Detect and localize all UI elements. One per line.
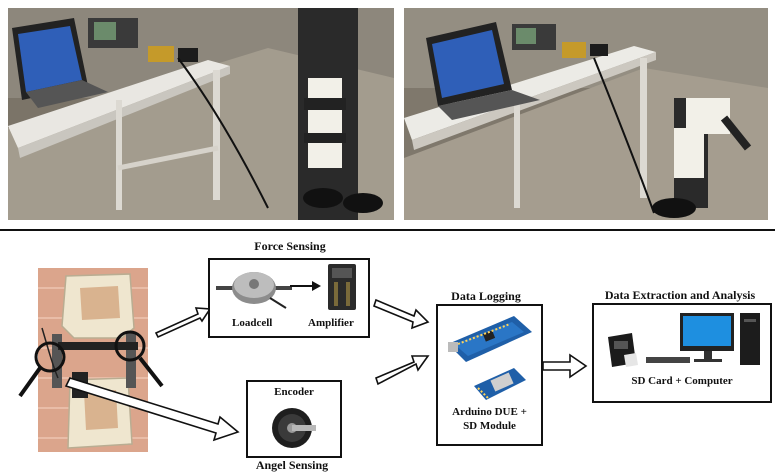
magnifier-left: [34, 341, 66, 373]
arrow-angle-to-logging: [375, 355, 430, 386]
sd-card-image: [608, 333, 638, 367]
magnifier-right: [114, 330, 146, 362]
loadcell-image: [216, 272, 292, 309]
angle-sensing-box: Encoder: [246, 380, 342, 458]
loadcell-to-amplifier-arrow: [290, 281, 321, 291]
encoder-label: Encoder: [274, 386, 314, 398]
magnifier-left-handle: [18, 366, 42, 398]
magnifier-right-handle: [138, 356, 164, 388]
force-sensing-title: Force Sensing: [254, 239, 326, 253]
arduino-label-line1: Arduino DUE +: [452, 406, 527, 418]
amplifier-image: [328, 264, 356, 310]
angle-sensing-title: Angel Sensing: [255, 458, 329, 472]
computer-image: [646, 313, 760, 365]
extraction-box: SD Card + Computer: [592, 303, 772, 403]
photo-lab-setup-walking: [404, 8, 768, 220]
photo-lab-setup-standing: [8, 8, 394, 220]
data-logging-title: Data Logging: [451, 289, 521, 303]
data-logging-box: Arduino DUE + SD Module: [436, 304, 543, 446]
arrow-to-angle-sensing: [64, 377, 240, 442]
amplifier-label: Amplifier: [308, 317, 354, 329]
arduino-due-image: [448, 316, 532, 362]
encoder-image: [272, 408, 316, 448]
arrow-logging-to-extraction: [542, 353, 588, 379]
section-divider: [0, 229, 775, 231]
force-sensing-box: Loadcell Amplifier: [208, 258, 370, 338]
arduino-label-line2: SD Module: [463, 420, 516, 432]
sd-module-image: [474, 368, 526, 400]
arrow-force-to-logging: [373, 298, 430, 330]
extraction-device-label: SD Card + Computer: [631, 375, 733, 387]
photo-knee-orthosis: [38, 268, 148, 452]
extraction-title: Data Extraction and Analysis: [604, 288, 756, 302]
arrow-to-force-sensing: [154, 307, 212, 339]
loadcell-label: Loadcell: [232, 317, 273, 329]
